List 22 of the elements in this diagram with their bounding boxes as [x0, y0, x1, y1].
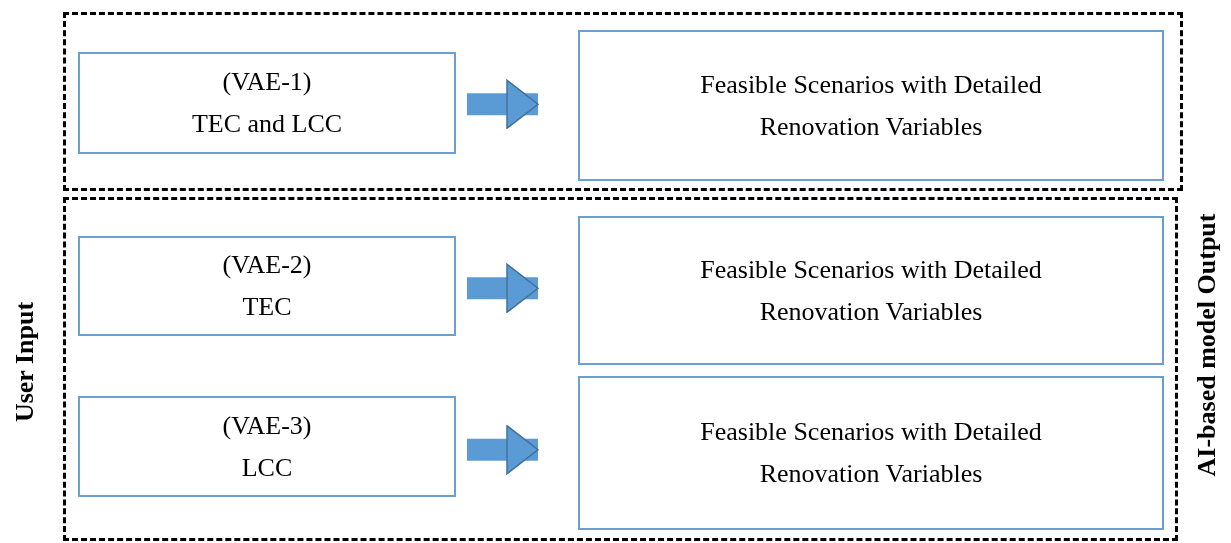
box-heading: (VAE-2) [222, 249, 312, 282]
box-text: Feasible Scenarios with Detailed Renovation Variables [699, 253, 1043, 328]
block-arrow [467, 79, 539, 129]
dashed-group-frame [63, 197, 1178, 541]
side-label: User Input [10, 301, 40, 423]
process-box [578, 30, 1164, 181]
block-arrow [467, 263, 539, 313]
box-heading: (VAE-3) [222, 409, 312, 442]
box-text: LCC [241, 451, 293, 484]
side-label: AI-based model Output [1192, 213, 1222, 477]
box-heading: (VAE-1) [222, 66, 312, 99]
process-box [78, 396, 456, 497]
block-arrow [467, 425, 539, 475]
process-box [78, 236, 456, 336]
box-text: Feasible Scenarios with Detailed Renovation Variables [699, 68, 1043, 143]
process-box [78, 52, 456, 154]
process-box [578, 216, 1164, 365]
box-text: Feasible Scenarios with Detailed Renovation Variables [699, 416, 1043, 490]
dashed-group-frame [63, 12, 1183, 191]
box-text: TEC and LCC [191, 108, 343, 140]
process-box [578, 376, 1164, 530]
box-text: TEC [242, 291, 292, 323]
